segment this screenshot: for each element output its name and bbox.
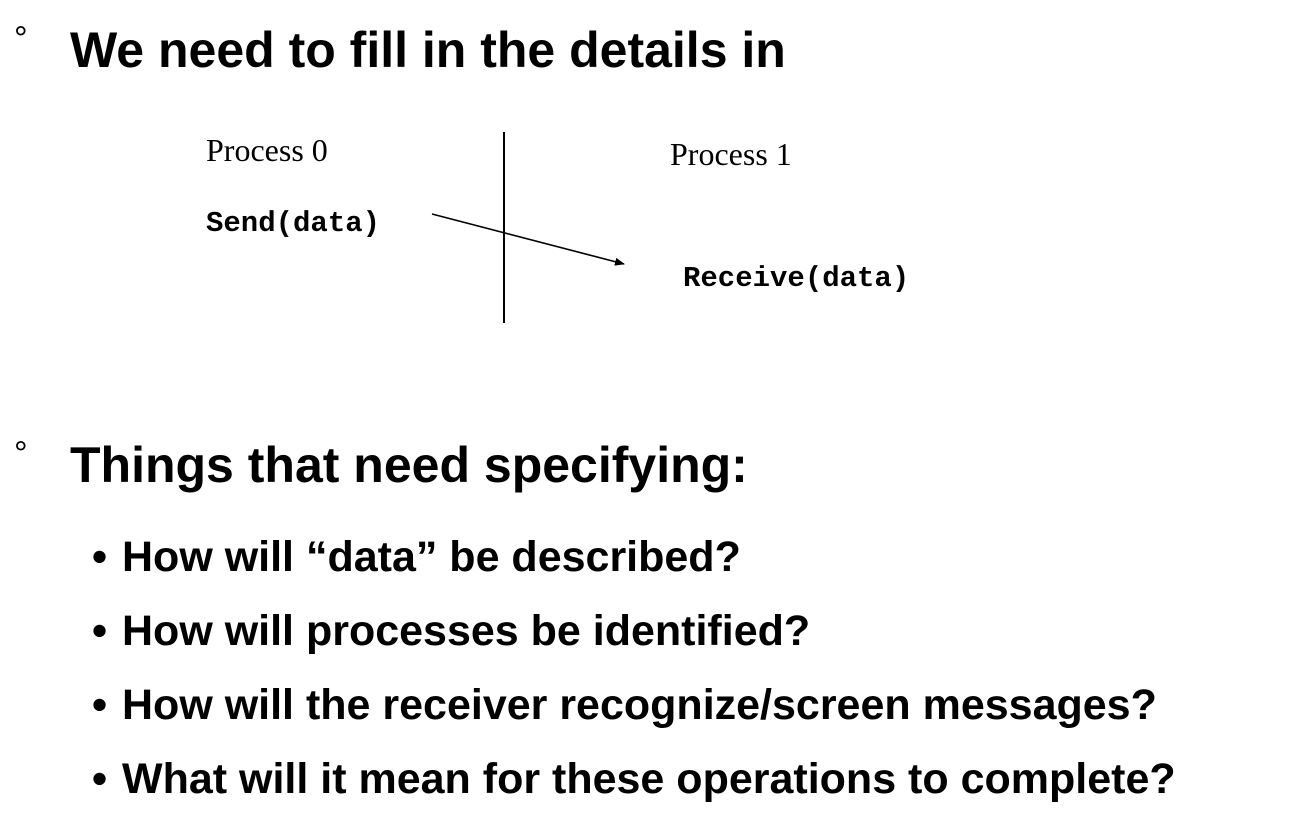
- list-item-text: How will processes be identified?: [122, 607, 811, 655]
- specification-list: • How will “data” be described? • How will…: [92, 520, 1176, 816]
- sub-bullet-dot: •: [92, 755, 108, 803]
- bullet-marker-2: °: [14, 435, 28, 473]
- list-item: • What will it mean for these operations …: [92, 742, 1176, 816]
- process-0-label: Process 0: [206, 132, 328, 168]
- list-item-text: What will it mean for these operations t…: [122, 755, 1176, 803]
- message-arrow: [431, 213, 625, 266]
- list-item-text: How will “data” be described?: [122, 533, 741, 581]
- list-item-text: How will the receiver recognize/screen m…: [122, 681, 1157, 729]
- sub-bullet-dot: •: [92, 607, 108, 655]
- heading-details: We need to fill in the details in: [70, 22, 786, 78]
- process-1-label: Process 1: [670, 136, 792, 172]
- send-call-label: Send(data): [206, 207, 381, 240]
- sub-bullet-dot: •: [92, 681, 108, 729]
- list-item: • How will processes be identified?: [92, 594, 1176, 668]
- receive-call-label: Receive(data): [683, 262, 910, 295]
- heading-specifying: Things that need specifying:: [70, 437, 748, 493]
- bullet-marker-1: °: [14, 20, 28, 58]
- list-item: • How will the receiver recognize/screen …: [92, 668, 1176, 742]
- list-item: • How will “data” be described?: [92, 520, 1176, 594]
- sub-bullet-dot: •: [92, 533, 108, 581]
